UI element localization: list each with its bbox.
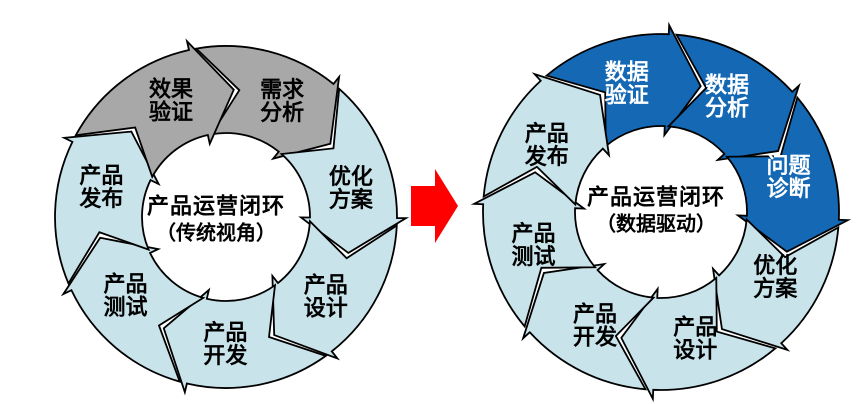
right-ring-title: 产品运营闭环 （数据驱动） <box>587 182 725 237</box>
arrow-segment-effect-verification <box>74 38 235 180</box>
arrow-segment-product-development <box>162 283 328 396</box>
arrow-segment-problem-diagnosis <box>724 95 852 253</box>
segment-label-problem-diagnosis: 问题诊断 <box>766 153 811 201</box>
arrow-segment-product-testing <box>60 236 206 383</box>
segment-label-product-development: 产品开发 <box>203 320 248 368</box>
arrow-segment-optimization-plan <box>279 86 410 254</box>
arrow-segment-demand-analysis <box>194 45 341 161</box>
left-ring-title-line1: 产品运营闭环 <box>146 193 286 219</box>
right-ring-title-line1: 产品运营闭环 <box>586 184 726 210</box>
left-ring-title-line2: （传统视角） <box>155 222 276 245</box>
segment-label-product-design: 产品设计 <box>304 272 348 320</box>
left-ring-title: 产品运营闭环 （传统视角） <box>147 191 285 246</box>
segment-label-product-release: 产品发布 <box>78 163 123 211</box>
segment-label-product-testing: 产品测试 <box>511 221 555 269</box>
arrow-segment-product-design <box>620 275 778 403</box>
arrow-segment-product-release <box>54 130 161 286</box>
arrow-segment-product-design <box>271 219 398 361</box>
arrow-segment-product-development <box>521 262 656 391</box>
arrow-segment-data-analysis <box>666 33 801 162</box>
segment-label-product-design: 产品设计 <box>673 315 717 363</box>
segment-label-data-verification: 数据验证 <box>605 60 649 108</box>
segment-label-optimization-plan: 优化方案 <box>329 164 374 212</box>
segment-label-data-analysis: 数据分析 <box>705 73 749 121</box>
arrow-segment-product-release <box>482 72 611 207</box>
arrow-segment-data-verification <box>544 21 702 149</box>
right-ring-title-line2: （数据驱动） <box>595 213 716 236</box>
segment-label-optimization-plan: 优化方案 <box>753 253 798 301</box>
segment-label-demand-analysis: 需求分析 <box>260 77 304 125</box>
arrow-segment-optimization-plan <box>711 217 840 352</box>
segment-label-product-release: 产品发布 <box>524 121 569 169</box>
arrow-segment-product-testing <box>470 171 598 329</box>
red-transition-arrow <box>411 169 458 243</box>
segment-label-product-testing: 产品测试 <box>103 271 147 319</box>
segment-label-product-development: 产品开发 <box>573 301 618 349</box>
segment-label-effect-verification: 效果验证 <box>149 76 193 124</box>
